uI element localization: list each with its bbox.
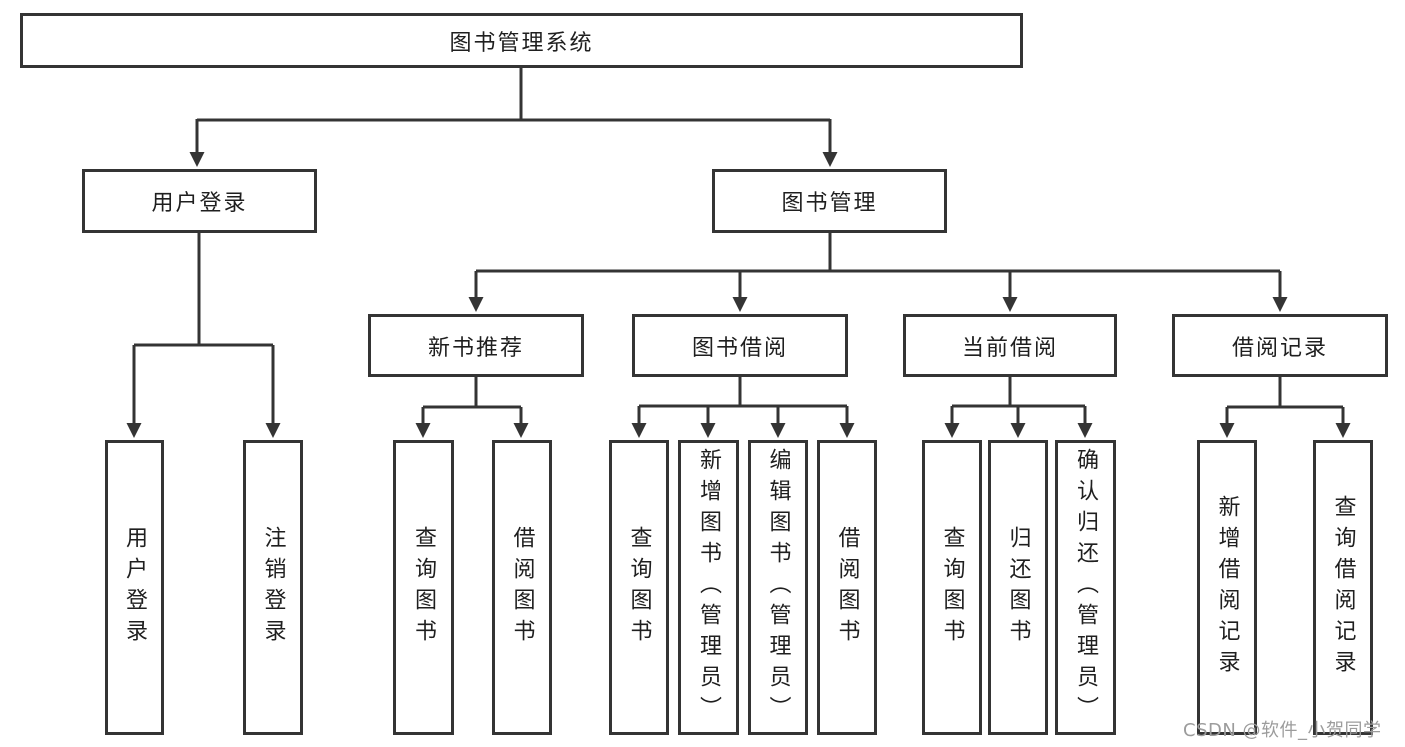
- node-new-books: 新书推荐: [368, 314, 584, 377]
- leaf-borrowing-add-label: 新增图书（管理员）: [696, 448, 722, 727]
- node-new-books-label: 新书推荐: [427, 335, 524, 361]
- node-borrowing: 图书借阅: [632, 314, 848, 377]
- node-root: 图书管理系统: [20, 13, 1023, 68]
- leaf-current-query-label: 查询图书: [939, 525, 965, 650]
- leaf-current-return-label: 归还图书: [1005, 525, 1031, 650]
- node-user-login: 用户登录: [82, 169, 317, 233]
- leaf-new-books-query: 查询图书: [393, 440, 454, 735]
- leaf-borrowing-borrow: 借阅图书: [817, 440, 877, 735]
- leaf-borrowing-add: 新增图书（管理员）: [678, 440, 739, 735]
- leaf-current-return: 归还图书: [988, 440, 1048, 735]
- node-current-label: 当前借阅: [961, 335, 1058, 361]
- leaf-current-confirm: 确认归还（管理员）: [1055, 440, 1116, 735]
- leaf-user-login: 用户登录: [105, 440, 164, 735]
- leaf-records-add-label: 新增借阅记录: [1214, 494, 1240, 681]
- node-user-login-label: 用户登录: [151, 191, 248, 216]
- leaf-records-query: 查询借阅记录: [1313, 440, 1373, 735]
- leaf-records-add: 新增借阅记录: [1197, 440, 1257, 735]
- leaf-borrowing-edit: 编辑图书（管理员）: [748, 440, 808, 735]
- leaf-new-books-query-label: 查询图书: [411, 525, 437, 650]
- leaf-logout-label: 注销登录: [260, 525, 286, 650]
- node-book-mgmt-label: 图书管理: [781, 191, 878, 216]
- leaf-borrowing-query-label: 查询图书: [626, 525, 652, 650]
- node-records: 借阅记录: [1172, 314, 1388, 377]
- leaf-current-query: 查询图书: [922, 440, 982, 735]
- leaf-new-books-borrow: 借阅图书: [492, 440, 552, 735]
- leaf-new-books-borrow-label: 借阅图书: [509, 525, 535, 650]
- node-book-mgmt: 图书管理: [712, 169, 947, 233]
- csdn-watermark: CSDN @软件_小贺同学: [1183, 720, 1382, 741]
- leaf-borrowing-borrow-label: 借阅图书: [834, 525, 860, 650]
- node-current: 当前借阅: [903, 314, 1117, 377]
- node-borrowing-label: 图书借阅: [691, 335, 788, 361]
- leaf-current-confirm-label: 确认归还（管理员）: [1073, 448, 1099, 727]
- node-root-label: 图书管理系统: [449, 30, 594, 56]
- node-records-label: 借阅记录: [1231, 335, 1328, 361]
- leaf-user-login-label: 用户登录: [122, 525, 148, 650]
- leaf-records-query-label: 查询借阅记录: [1330, 494, 1356, 681]
- leaf-borrowing-query: 查询图书: [609, 440, 669, 735]
- leaf-borrowing-edit-label: 编辑图书（管理员）: [765, 448, 791, 727]
- leaf-logout: 注销登录: [243, 440, 303, 735]
